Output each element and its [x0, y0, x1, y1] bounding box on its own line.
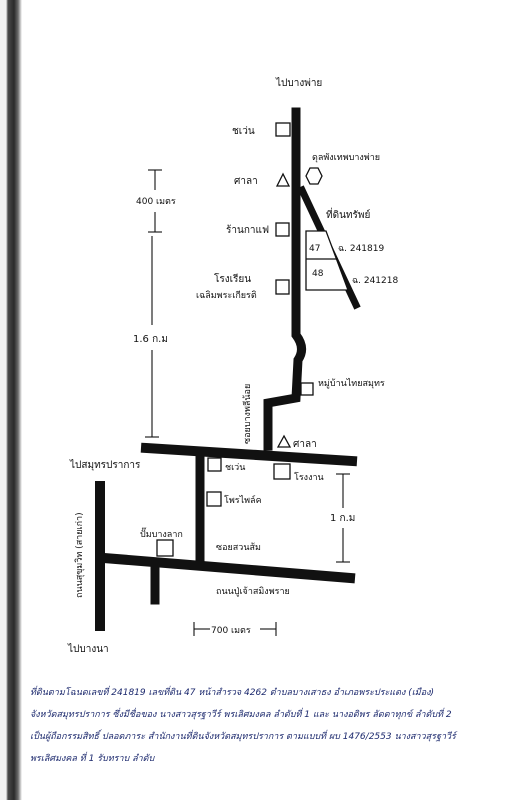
coffee-shop-marker — [275, 222, 290, 237]
deed-line-2: จังหวัดสมุทรปราการ ซึ่งมีชื่อของ นางสาวส… — [30, 710, 452, 720]
house-marker-2 — [207, 457, 222, 472]
label-pavilion-1: ศาลา — [234, 176, 258, 187]
label-distance-400: 400 เมตร — [136, 197, 176, 207]
dimension-1km — [336, 473, 350, 563]
label-house-1: ชเว่น — [232, 126, 255, 137]
label-distance-700: 700 เมตร — [211, 626, 251, 636]
binding-edge — [0, 0, 22, 800]
dimension-700m — [193, 622, 277, 636]
temple-marker — [305, 167, 323, 185]
label-coffee-shop: ร้านกาแฟ — [226, 224, 269, 236]
deed-line-4: พรเลิศมงคล ที่ 1 รับทราบ ลำดับ — [30, 754, 155, 764]
road-bottom-line — [98, 552, 356, 584]
main-road-vertical — [263, 107, 306, 451]
label-village: หมู่บ้านไทยสมุทร — [318, 378, 385, 389]
label-house-2: ชเว่น — [225, 463, 245, 473]
pavilion-marker-2 — [276, 434, 292, 448]
label-pavilion-2: ศาลา — [293, 439, 317, 450]
label-distance-1-6km: 1.6 ก.ม — [133, 334, 168, 345]
prayer-shop-marker — [206, 491, 222, 507]
label-left-direction: ไปสมุทรปราการ — [69, 459, 141, 471]
factory-marker — [273, 463, 291, 480]
label-school-2: เฉลิมพระเกียรติ — [196, 290, 257, 301]
label-land: ที่ดินทรัพย์ — [326, 207, 370, 221]
label-factory: โรงงาน — [294, 472, 324, 483]
gas-station-marker — [156, 539, 174, 557]
village-marker — [300, 382, 314, 396]
label-top-direction: ไปบางพ่าย — [275, 77, 322, 89]
land-plot — [305, 230, 349, 291]
pavilion-marker-1 — [275, 172, 291, 187]
cross-road-upper — [140, 442, 358, 467]
label-prayer-shop: โพรไพล์ค — [224, 494, 262, 506]
label-lot-47: 47 — [309, 244, 320, 254]
label-deed-2: ฉ. 241218 — [352, 276, 398, 286]
label-deed-1: ฉ. 241819 — [338, 244, 384, 254]
label-distance-1km: 1 ก.ม — [330, 513, 355, 524]
label-soi-suan: ซอยสวนส้ม — [216, 542, 261, 553]
deed-description: ที่ดินตามโฉนดเลขที่ 241819 เลขที่ดิน 47 … — [30, 682, 500, 770]
label-road-bottom: ถนนปู่เจ้าสมิงพราย — [216, 586, 290, 597]
deed-line-3: เป็นผู้ถือกรรมสิทธิ์ ปลอดภาระ สำนักงานที… — [30, 732, 456, 742]
dimension-1-6km — [145, 236, 159, 438]
label-school-1: โรงเรียน — [214, 272, 251, 285]
label-lot-48: 48 — [312, 269, 324, 279]
label-soi-vertical: ซอยบางพลีน้อย — [242, 384, 253, 444]
school-marker — [275, 279, 290, 295]
dimension-400m — [148, 169, 162, 233]
label-temple: ดุลพังเทพบางพ่าย — [312, 153, 380, 163]
label-bottom-direction: ไปบางนา — [67, 643, 109, 655]
label-road-left: ถนนสุขุมวิท (สายเก่า) — [74, 512, 85, 598]
label-gas-station: ปั๊มบางลาก — [140, 527, 183, 540]
house-marker-1 — [275, 122, 291, 137]
deed-line-1: ที่ดินตามโฉนดเลขที่ 241819 เลขที่ดิน 47 … — [30, 688, 435, 698]
